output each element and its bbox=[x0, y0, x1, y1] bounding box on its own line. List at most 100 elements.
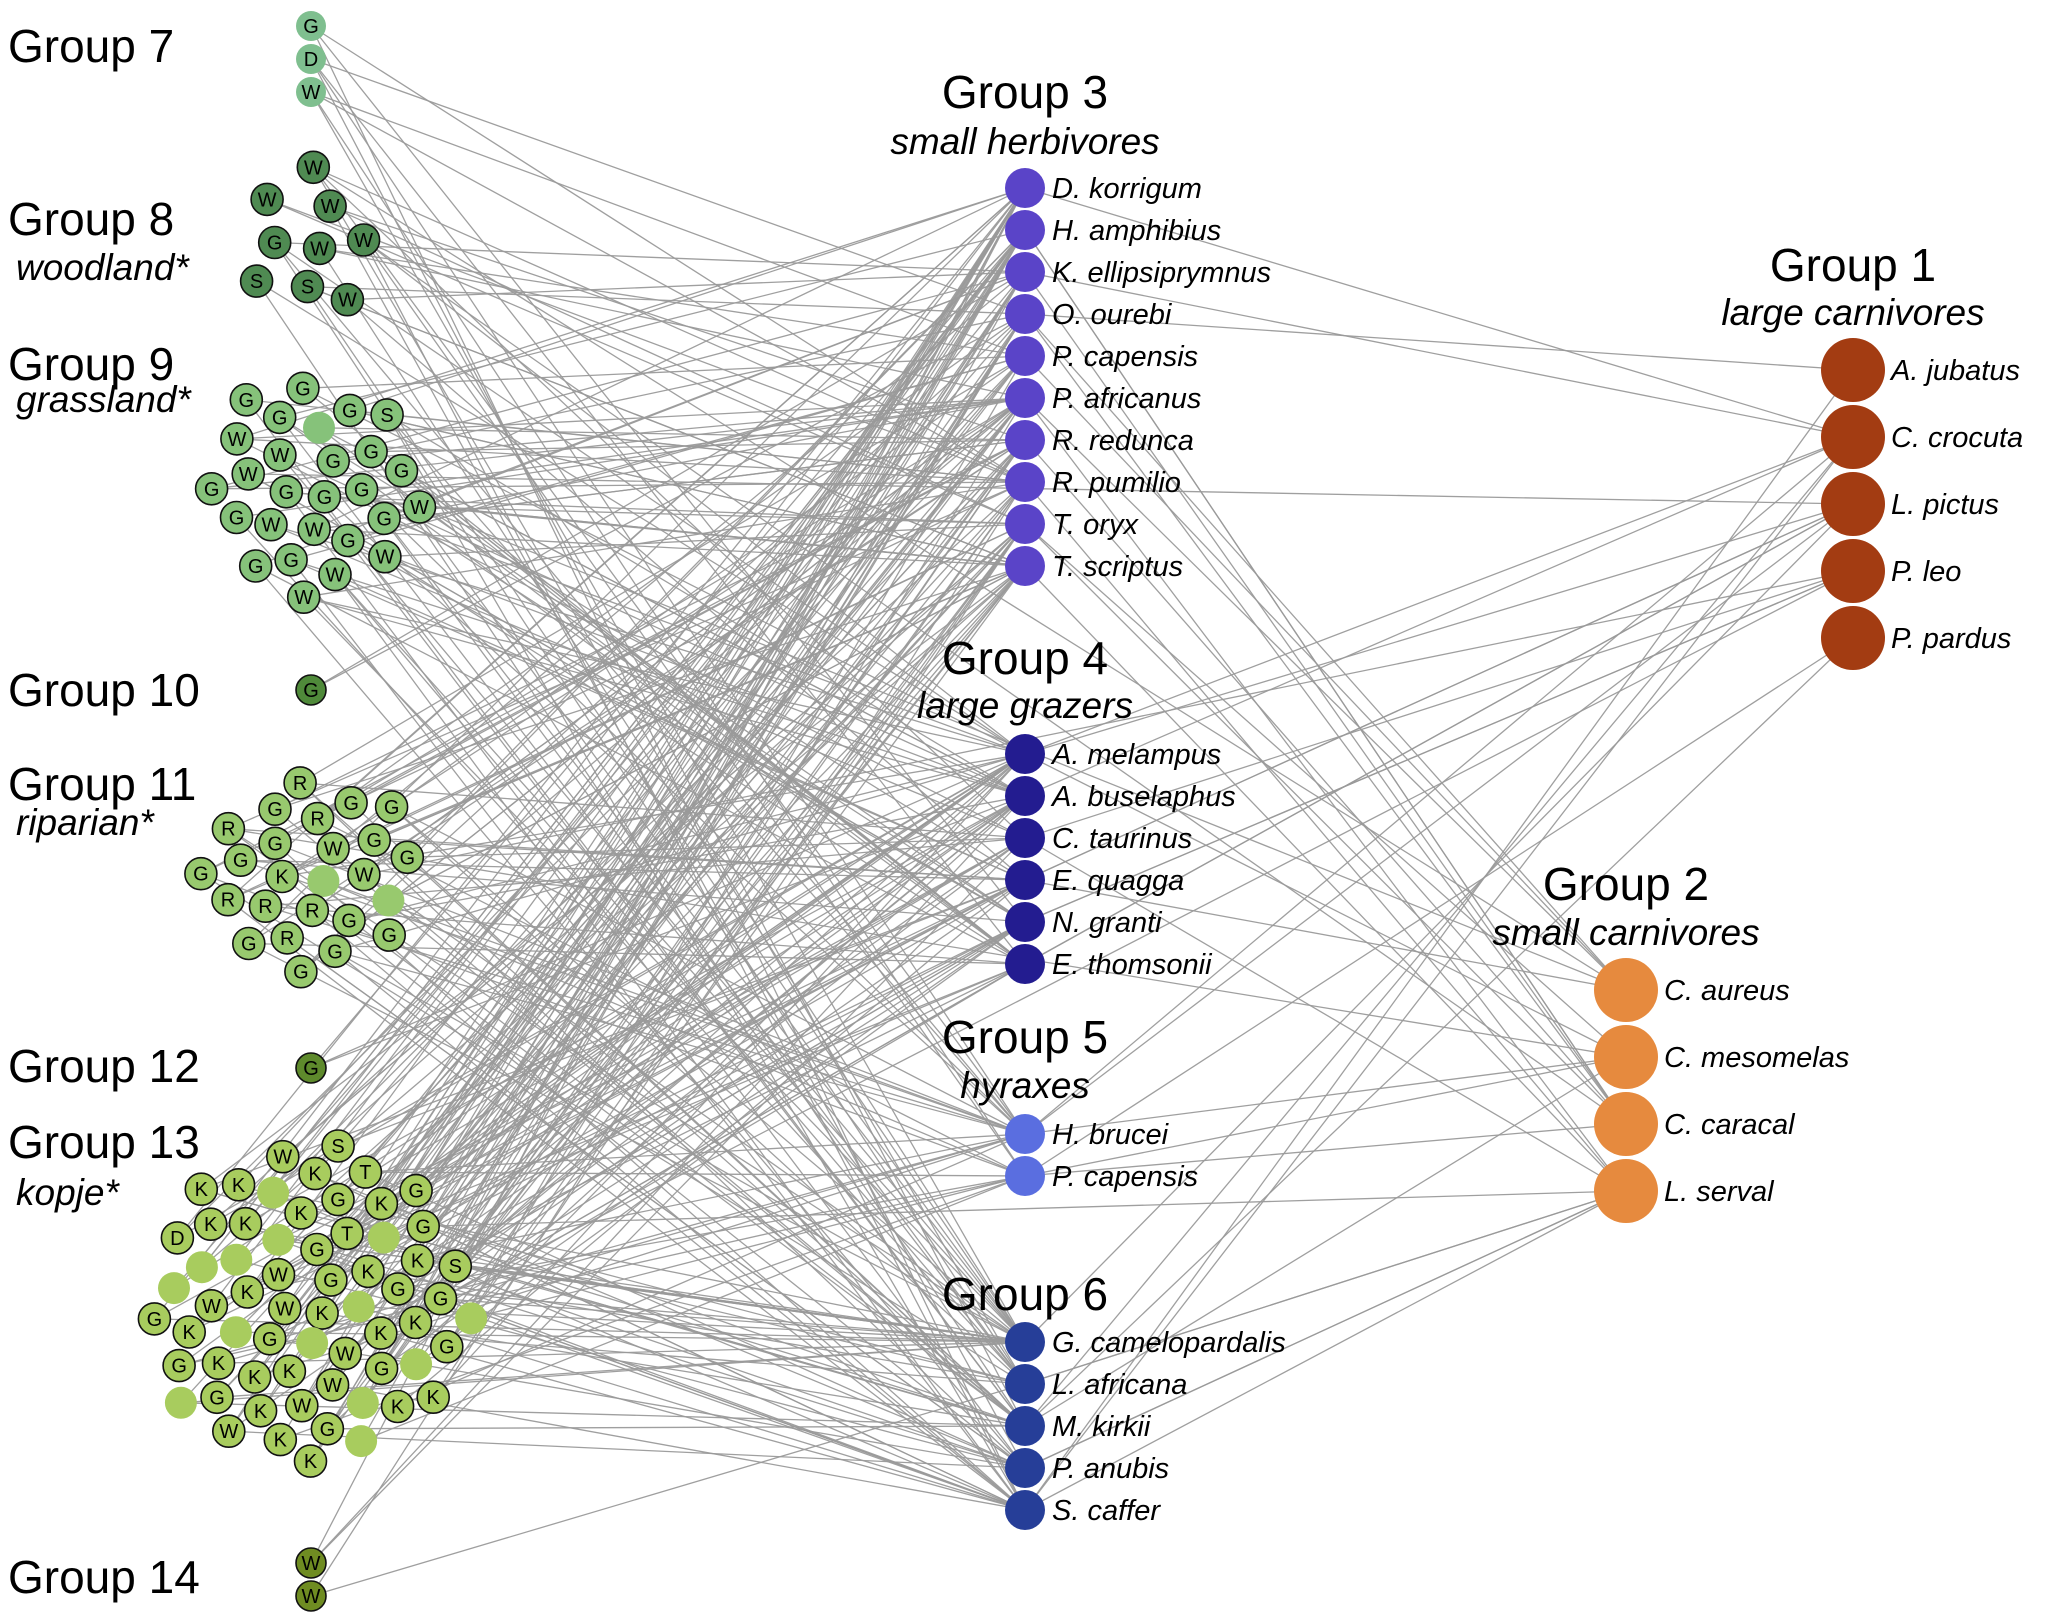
node-g13-47 bbox=[429, 1329, 464, 1364]
edge bbox=[1024, 271, 1854, 438]
edge bbox=[1024, 313, 1854, 371]
edge bbox=[1024, 436, 1854, 797]
edge bbox=[329, 205, 1026, 1469]
node-g13-15 bbox=[330, 1216, 364, 1251]
node-letter: K bbox=[375, 1194, 389, 1216]
node-letter: G bbox=[248, 556, 264, 578]
edge bbox=[200, 565, 1026, 1190]
edge bbox=[310, 58, 1026, 315]
species-label: N. granti bbox=[1052, 907, 1163, 939]
edge bbox=[380, 1332, 1026, 1511]
edge bbox=[281, 875, 1026, 1469]
edge bbox=[1024, 436, 1854, 1135]
edge bbox=[321, 921, 1026, 1314]
edge bbox=[310, 1383, 1026, 1597]
node-letter: W bbox=[294, 587, 313, 609]
edge bbox=[323, 496, 1026, 1135]
node-g11-23 bbox=[374, 790, 409, 824]
node-g9-7 bbox=[303, 411, 335, 444]
edge bbox=[272, 1191, 1026, 1343]
edge bbox=[346, 299, 1026, 881]
node-g13-20 bbox=[284, 1196, 318, 1230]
node-g13-34 bbox=[400, 1348, 433, 1381]
subtitle-g9: grassland* bbox=[16, 379, 192, 420]
node-letter: W bbox=[338, 290, 357, 312]
node-g13-5 bbox=[342, 1290, 375, 1323]
node-letter: G bbox=[147, 1309, 163, 1331]
label-g12: Group 12 bbox=[8, 1040, 200, 1092]
edge bbox=[1024, 436, 1854, 755]
edge bbox=[236, 438, 1026, 839]
edge bbox=[245, 795, 1026, 1225]
edge bbox=[363, 239, 1627, 1125]
edge bbox=[274, 842, 1026, 1511]
node-g11-5 bbox=[347, 857, 381, 892]
edge bbox=[327, 1425, 1026, 1430]
node-letter: K bbox=[275, 867, 289, 889]
node-g8-7 bbox=[296, 150, 331, 185]
node-letter: S bbox=[449, 1256, 462, 1278]
node-g8-1 bbox=[257, 225, 292, 260]
node-g13-11 bbox=[272, 1354, 307, 1388]
species-label: H. brucei bbox=[1052, 1119, 1170, 1151]
node-g13-46 bbox=[221, 1168, 256, 1202]
node-letter: G bbox=[323, 1270, 339, 1292]
edge bbox=[337, 879, 1026, 1147]
node-a-jubatus bbox=[1821, 338, 1885, 402]
node-letter: W bbox=[262, 515, 281, 537]
node-letter: W bbox=[270, 445, 289, 467]
edge bbox=[415, 879, 1026, 1192]
node-g13-0 bbox=[305, 1296, 339, 1330]
node-g13-56 bbox=[137, 1302, 172, 1336]
edge bbox=[1024, 355, 1627, 991]
node-g9-9 bbox=[231, 457, 265, 491]
species-label: C. caracal bbox=[1664, 1109, 1796, 1141]
edge bbox=[446, 355, 1026, 1348]
node-g9-13 bbox=[367, 501, 401, 536]
node-letter: W bbox=[269, 1265, 288, 1287]
node-letter: G bbox=[394, 461, 410, 483]
node-letter: G bbox=[204, 479, 220, 501]
node-g11-3 bbox=[295, 893, 330, 928]
edge bbox=[313, 166, 1026, 483]
node-g9-22 bbox=[194, 471, 229, 506]
node-letter: W bbox=[336, 1343, 355, 1365]
node-letter: W bbox=[258, 189, 277, 211]
node-letter: G bbox=[295, 378, 311, 400]
edge bbox=[1024, 187, 1854, 438]
node-g9-11 bbox=[274, 542, 308, 577]
node-letter: G bbox=[233, 850, 249, 872]
edge bbox=[363, 439, 1026, 876]
edge bbox=[446, 565, 1026, 1348]
edge bbox=[310, 229, 1026, 1069]
edge bbox=[446, 523, 1026, 1348]
node-letter: R bbox=[305, 900, 319, 922]
node-g13-43 bbox=[158, 1272, 190, 1305]
edge bbox=[358, 229, 1026, 1307]
node-layer: GDWWGWSWWSWWGGGWWGWGWGGGGGGWWGGGWGSWGWGK… bbox=[137, 11, 1885, 1612]
node-letter: G bbox=[303, 680, 319, 702]
edge bbox=[218, 1133, 1026, 1364]
label-g11: Group 11 bbox=[8, 758, 196, 810]
edge bbox=[397, 1288, 1026, 1511]
label-g9: Group 9 bbox=[8, 338, 174, 390]
edge bbox=[299, 782, 1026, 1427]
node-t-scriptus bbox=[1005, 546, 1045, 586]
node-g9-17 bbox=[220, 422, 254, 456]
node-letter: G bbox=[303, 16, 319, 38]
node-letter: G bbox=[293, 962, 309, 984]
edge bbox=[440, 1298, 1026, 1511]
edge bbox=[1024, 1056, 1627, 1177]
edge bbox=[246, 439, 1026, 1293]
node-g11-4 bbox=[258, 826, 292, 861]
node-g10-0 bbox=[295, 674, 327, 706]
node-letter: K bbox=[283, 1361, 297, 1383]
subtitle-g5: hyraxes bbox=[960, 1065, 1090, 1106]
node-g13-49 bbox=[348, 1155, 383, 1189]
edge bbox=[154, 1318, 1026, 1343]
node-g11-10 bbox=[357, 823, 392, 857]
edge bbox=[346, 187, 1026, 1234]
node-letter: K bbox=[212, 1353, 226, 1375]
node-letter: W bbox=[302, 1586, 321, 1608]
label-g1: Group 1 bbox=[1770, 239, 1936, 291]
